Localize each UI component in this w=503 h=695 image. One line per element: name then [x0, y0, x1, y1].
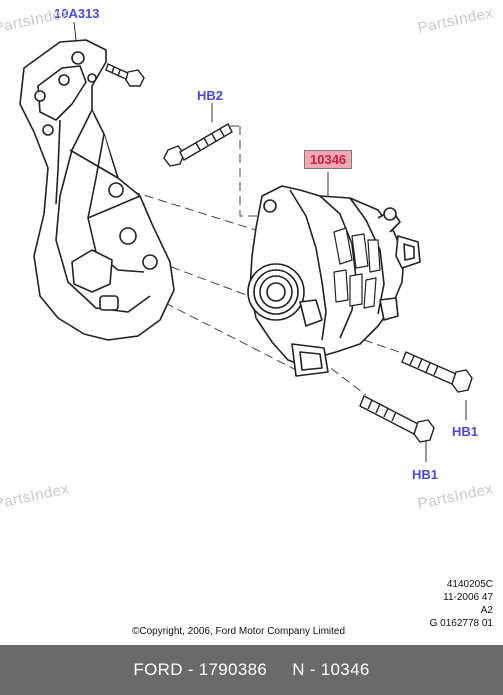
- callout-alternator[interactable]: 10346: [304, 150, 353, 169]
- callout-bolt-upper[interactable]: HB2: [197, 88, 224, 103]
- drawing-code-1: 4140205C: [446, 579, 493, 590]
- bolt-hb1-lower: [359, 395, 435, 443]
- alternator: [247, 185, 421, 377]
- drawing-code-4: G 0162778 01: [429, 618, 493, 629]
- diagram-drawing: [19, 21, 473, 462]
- copyright-notice: ©Copyright, 2006, Ford Motor Company Lim…: [132, 626, 346, 637]
- footer-part-number: 1790386: [198, 660, 268, 679]
- bolt-hb1-right: [401, 351, 473, 393]
- footer-brand: FORD: [133, 660, 183, 679]
- part-footer-bar: FORD - 1790386 N - 10346: [0, 645, 503, 695]
- drawing-code-2: 11-2006 47: [443, 592, 493, 603]
- mounting-bracket: [19, 39, 175, 341]
- footer-ref: N - 10346: [292, 660, 370, 679]
- callout-bolt-right[interactable]: HB1: [452, 424, 479, 439]
- footer-gap: [267, 660, 292, 680]
- callout-bracket[interactable]: 10A313: [54, 6, 100, 21]
- footer-separator: -: [182, 660, 199, 679]
- leader-lines: [73, 21, 467, 462]
- callout-bolt-lower[interactable]: HB1: [412, 467, 439, 482]
- bolt-bracket: [105, 63, 145, 87]
- bolt-hb2: [163, 123, 233, 167]
- exploded-parts-diagram: 10A313 HB2 10346 HB1 HB1 PartsIndex Part…: [0, 4, 495, 637]
- drawing-code-3: A2: [480, 605, 493, 616]
